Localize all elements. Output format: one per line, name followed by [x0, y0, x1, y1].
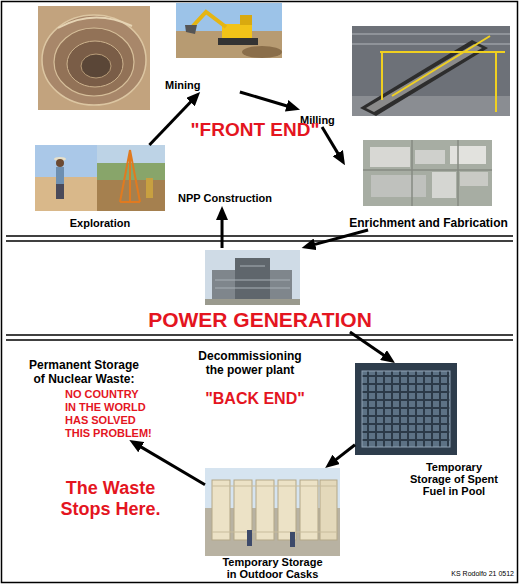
storage-cask [278, 480, 296, 540]
storage-cask [256, 480, 274, 540]
node-title: NPP Construction [178, 191, 272, 205]
photo-background [355, 363, 457, 455]
storage-cask [300, 480, 318, 540]
flow-arrow [221, 216, 224, 248]
node-title: Mining [165, 79, 200, 92]
photo-ground [35, 177, 97, 211]
plant-road [363, 140, 492, 206]
drill-rig-photo [97, 145, 165, 211]
photo-background [97, 145, 165, 211]
photo-sky [205, 250, 300, 305]
fuel-racks [362, 371, 450, 447]
cask-band [212, 486, 337, 532]
excavator-track [218, 38, 258, 45]
yellow-railing [380, 36, 505, 112]
node-title: POWER GENERATION [148, 308, 372, 332]
spent-fuel-pool-photo [355, 363, 457, 455]
pit-terrace [54, 28, 134, 96]
excavator-arm [192, 12, 226, 27]
section-heading: "FRONT END" [170, 119, 340, 141]
power-plant-photo [205, 250, 300, 305]
plant-building [370, 147, 410, 167]
plant-building [460, 172, 488, 186]
author-credit: KS Rodolfo 21 0512 [430, 569, 514, 578]
node-title: Temporary Storage in Outdoor Casks [218, 557, 328, 580]
plant-building [432, 172, 456, 198]
conveyor-surface [366, 44, 482, 112]
worker-figure [290, 532, 295, 547]
node-title: Temporary Storage of Spent Fuel in Pool [400, 461, 508, 497]
worker-figure [247, 530, 252, 546]
separator-line [6, 240, 513, 241]
flow-arrow [149, 99, 193, 145]
node-title: Enrichment and Fabrication [349, 216, 508, 230]
geologist-legs [56, 184, 64, 199]
drill-rig [120, 150, 140, 202]
photo-background [352, 26, 510, 116]
flow-arrow [322, 127, 340, 157]
pit-terrace [67, 41, 123, 87]
node-title: Permanent Storage of Nuclear Waste: [25, 358, 143, 386]
power-generation-node: POWER GENERATION [130, 248, 390, 332]
geologist-head [56, 159, 64, 167]
excavator-cab [240, 15, 252, 25]
enrichment-photo [363, 140, 492, 206]
open-pit-photo [38, 6, 150, 110]
milling-photo [352, 26, 510, 116]
connector-group [138, 92, 387, 485]
plant-building [371, 175, 426, 197]
exploration-photo [35, 145, 97, 211]
separator-line [6, 235, 513, 236]
node-title: Exploration [70, 217, 131, 230]
stage-node: Temporary Storage of Spent Fuel in Pool [355, 363, 512, 497]
plant-building [415, 150, 445, 164]
outdoor-casks-photo [205, 468, 340, 556]
flow-arrow [311, 230, 368, 245]
stage-node: Mining [165, 3, 282, 92]
photo-background [363, 140, 492, 206]
process-note: Decommissioning the power plant [194, 349, 306, 377]
separator-line [6, 339, 513, 340]
mining-photo [176, 3, 282, 58]
storage-cask [320, 480, 337, 540]
excavator-bucket [185, 25, 197, 34]
photo-ground [205, 299, 300, 305]
stage-node: Exploration [35, 145, 165, 230]
stage-node: Milling [300, 26, 510, 127]
flow-arrow [240, 92, 291, 107]
pit-bottom [81, 54, 111, 78]
window-row [215, 266, 290, 288]
node-body: NO COUNTRY IN THE WORLD HAS SOLVED THIS … [65, 388, 163, 440]
section-heading: "BACK END" [195, 389, 315, 408]
permanent-storage-node: Permanent Storage of Nuclear Waste:NO CO… [22, 358, 167, 440]
plant-building [450, 146, 486, 164]
pit-terrace [42, 15, 146, 105]
stage-node: NPP Construction [170, 190, 280, 206]
stage-node: Enrichment and Fabrication [345, 140, 512, 230]
worker-figure [146, 178, 153, 198]
stage-node: Temporary Storage in Outdoor Casks [205, 468, 340, 580]
photo-background [38, 6, 150, 110]
geologist-body [56, 167, 64, 184]
photo-sky [35, 145, 97, 177]
storage-cask [212, 480, 230, 540]
dirt-heap [242, 46, 282, 58]
warning-note: The Waste Stops Here. [48, 478, 173, 520]
flow-arrow [333, 445, 355, 462]
separator-line [6, 334, 513, 335]
reactor-building [235, 258, 270, 300]
haul-road [58, 17, 132, 28]
flow-arrow [350, 332, 387, 357]
